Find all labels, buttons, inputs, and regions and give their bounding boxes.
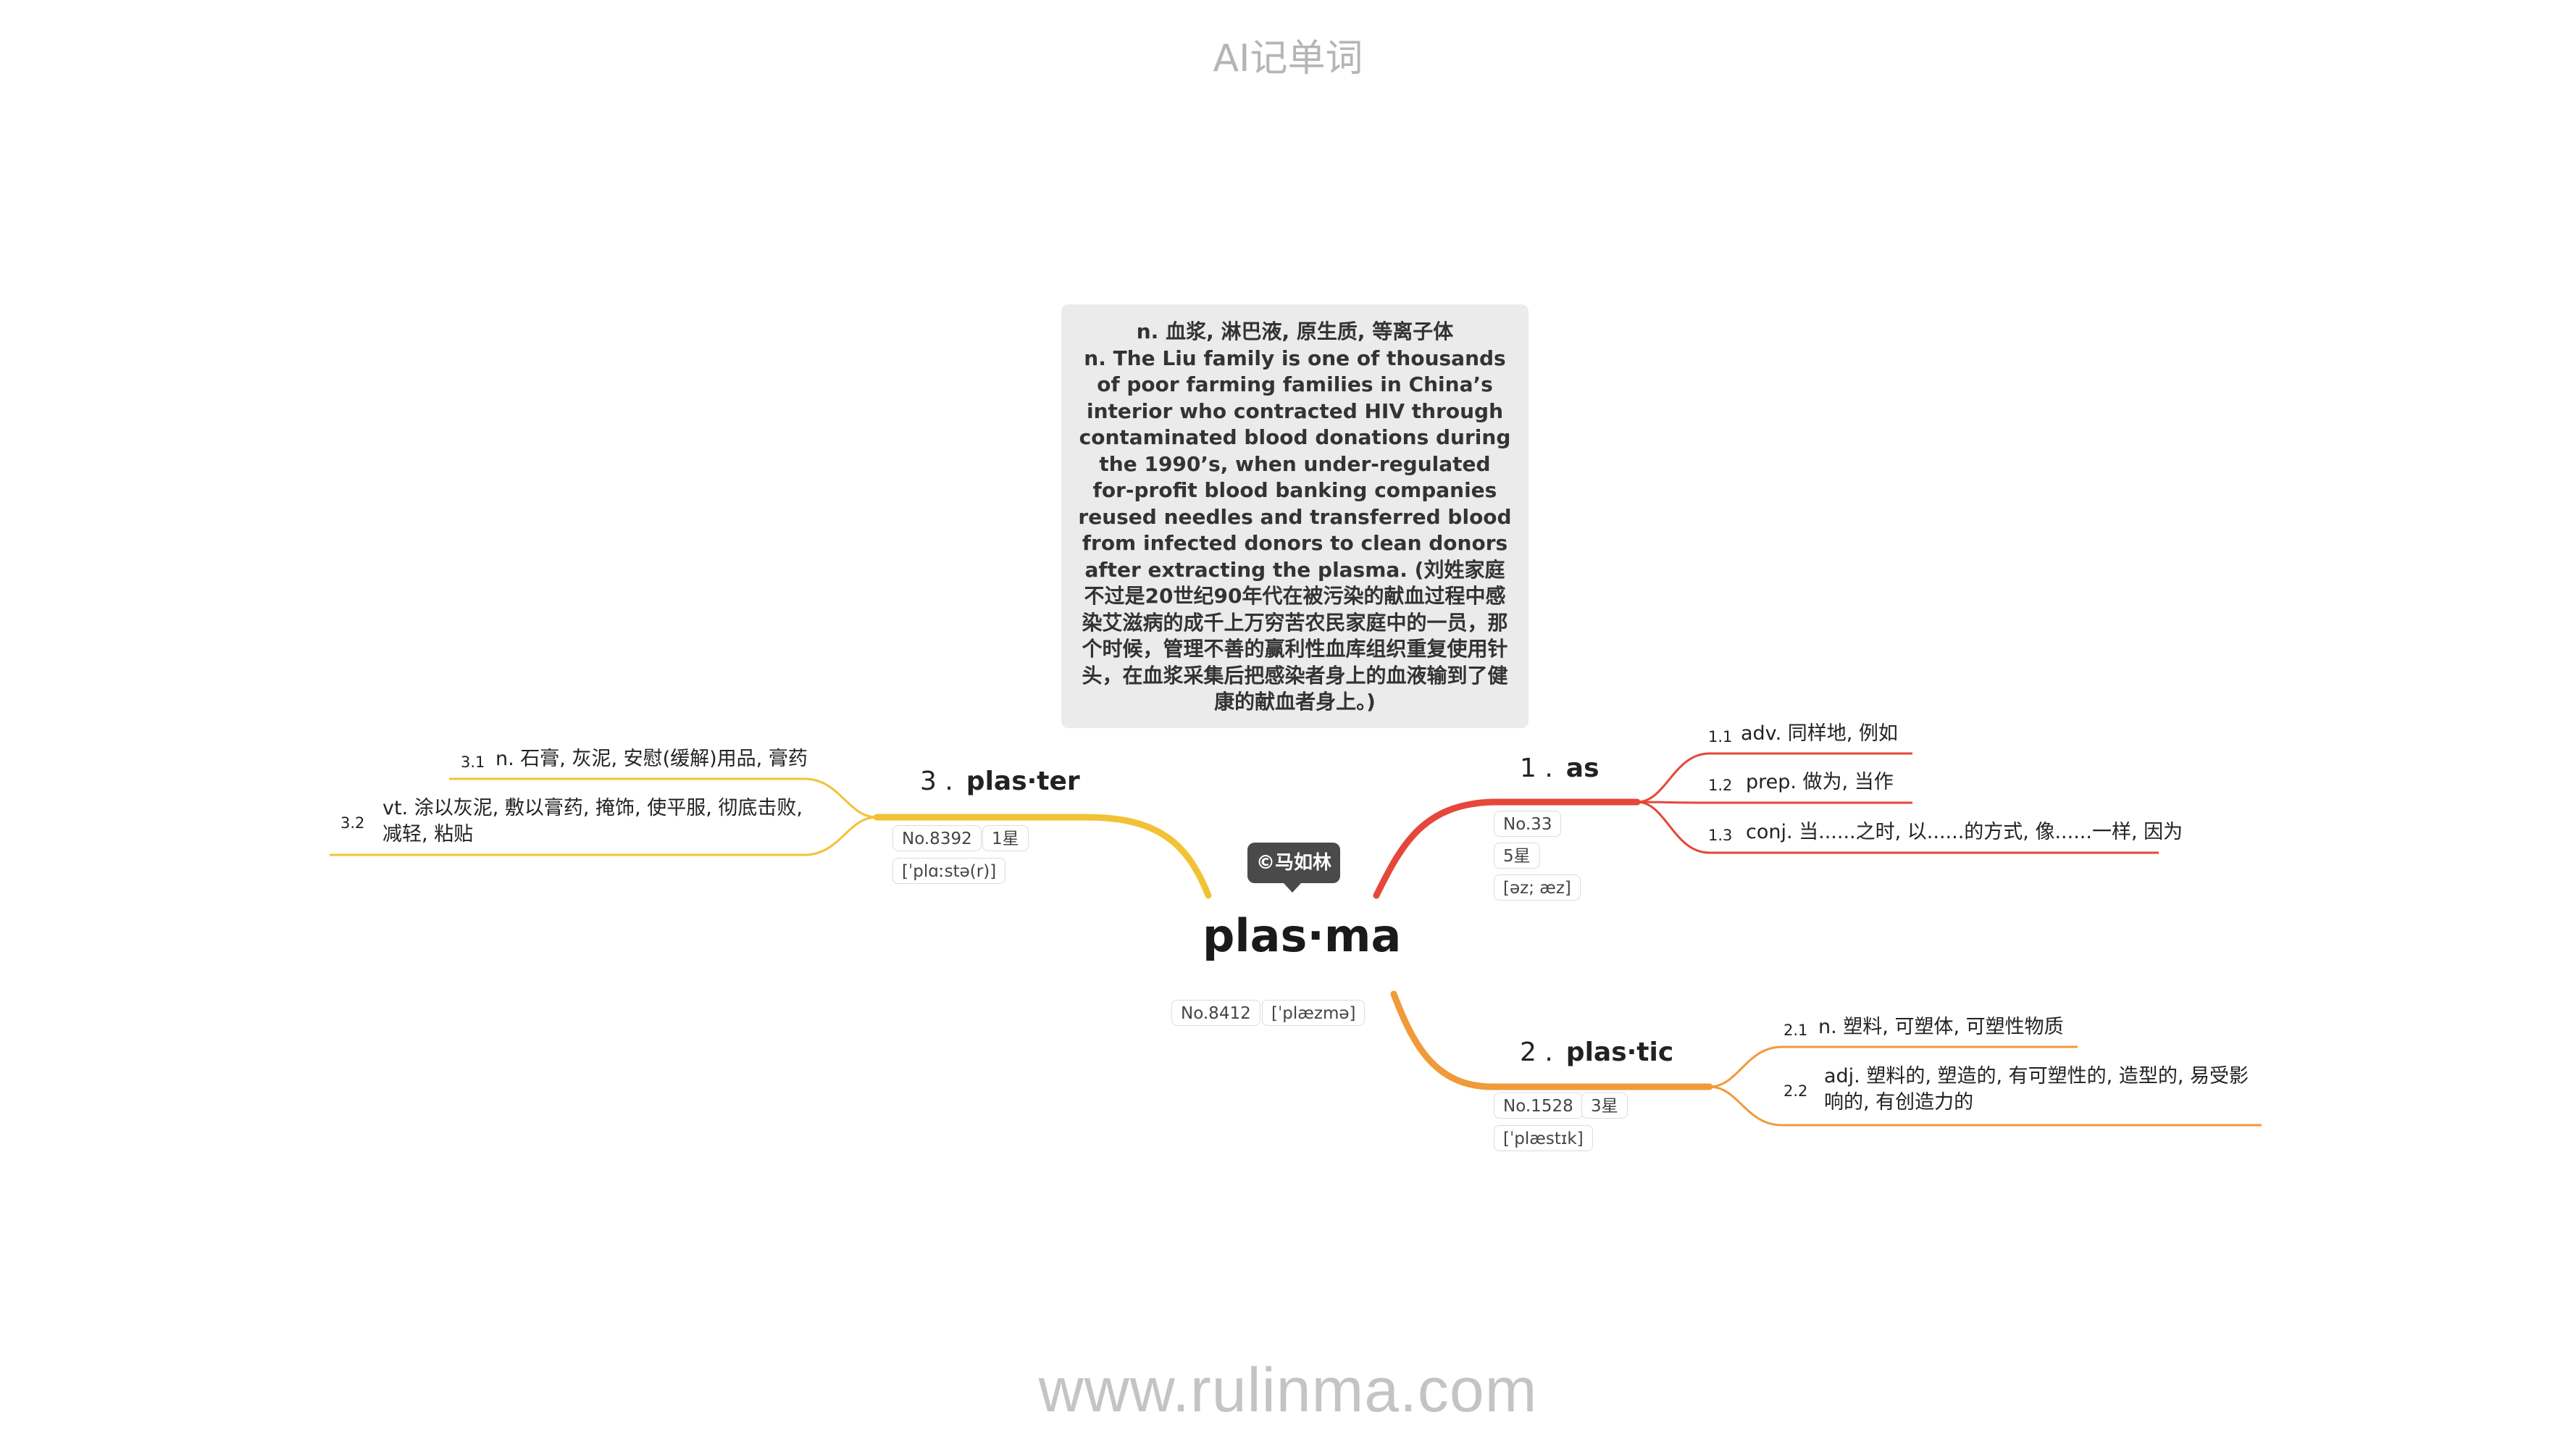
connector-branch-as: [1373, 798, 1641, 899]
leaf-index: 3.1: [461, 753, 485, 771]
connector-leaf-3-2: [330, 816, 877, 856]
branch-plastic-phonetic-chip: [ˈplæstɪk]: [1494, 1125, 1593, 1151]
app-title: AI记单词: [1213, 37, 1363, 80]
branch-plaster-phonetic-chip: [ˈplɑːstə(r)]: [892, 858, 1006, 884]
note-definition: n. 血浆, 淋巴液, 原生质, 等离子体: [1136, 320, 1454, 343]
copyright-badge-tail: [1284, 883, 1301, 893]
leaf-text: conj. 当......之时, 以......的方式, 像......一样, …: [1746, 821, 2183, 843]
connector-leaf-1-3: [1636, 801, 2159, 854]
branch-number: 2 .: [1520, 1037, 1553, 1067]
leaf-text: vt. 涂以灰泥, 敷以膏药, 掩饰, 使平服, 彻底击败, 减轻, 粘贴: [382, 797, 803, 845]
note-example: n. The Liu family is one of thousands of…: [1078, 346, 1512, 714]
connector-leaf-3-1: [449, 777, 877, 819]
leaf-index: 2.2: [1783, 1082, 1808, 1100]
branch-title-plastic: 2 . plas·tic: [1520, 1037, 1673, 1067]
leaf-1-2: 1.2 prep. 做为, 当作: [1708, 769, 1894, 796]
leaf-text: n. 塑料, 可塑体, 可塑性物质: [1818, 1016, 2064, 1038]
branch-as-stars-chip: 5星: [1494, 843, 1540, 869]
branch-title-plaster: 3 . plas·ter: [920, 767, 1080, 796]
leaf-text: adv. 同样地, 例如: [1741, 722, 1898, 745]
branch-plastic-number-chip: No.1528: [1494, 1093, 1583, 1119]
branch-word: plas·ter: [966, 767, 1080, 796]
connector-leaf-1-2: [1636, 801, 1912, 804]
leaf-1-3: 1.3 conj. 当......之时, 以......的方式, 像......…: [1708, 819, 2183, 845]
branch-as-number-chip: No.33: [1494, 811, 1562, 837]
branch-word: as: [1565, 753, 1599, 783]
center-number-chip: No.8412: [1171, 1000, 1260, 1026]
leaf-1-1: 1.1 adv. 同样地, 例如: [1708, 721, 1898, 747]
leaf-2-1: 2.1 n. 塑料, 可塑体, 可塑性物质: [1783, 1014, 2064, 1040]
branch-plaster-number-chip: No.8392: [892, 825, 982, 851]
branch-as-phonetic-chip: [əz; æz]: [1494, 874, 1581, 901]
connector-branch-plastic: [1390, 990, 1713, 1090]
connector-branch-plaster: [873, 814, 1212, 899]
leaf-text: adj. 塑料的, 塑造的, 有可塑性的, 造型的, 易受影响的, 有创造力的: [1824, 1065, 2249, 1114]
center-phonetic-chip: [ˈplæzmə]: [1262, 1000, 1366, 1026]
connector-leaf-2-2: [1709, 1085, 2262, 1127]
connector-leaf-2-1: [1709, 1045, 2078, 1088]
leaf-index: 2.1: [1783, 1022, 1808, 1039]
leaf-index: 1.1: [1708, 728, 1733, 746]
branch-title-as: 1 . as: [1520, 753, 1599, 783]
leaf-index: 1.2: [1708, 777, 1733, 794]
leaf-2-2: 2.2 adj. 塑料的, 塑造的, 有可塑性的, 造型的, 易受影响的, 有创…: [1783, 1064, 2262, 1116]
branch-number: 1 .: [1520, 753, 1553, 783]
center-word: plas·ma: [1203, 909, 1402, 962]
leaf-index: 1.3: [1708, 827, 1733, 844]
leaf-text: n. 石膏, 灰泥, 安慰(缓解)用品, 膏药: [495, 748, 808, 770]
leaf-text: prep. 做为, 当作: [1746, 771, 1894, 793]
branch-plastic-stars-chip: 3星: [1581, 1093, 1628, 1119]
connector-leaf-1-1: [1636, 752, 1912, 803]
leaf-index: 3.2: [340, 814, 365, 832]
leaf-3-2: 3.2 vt. 涂以灰泥, 敷以膏药, 掩饰, 使平服, 彻底击败, 减轻, 粘…: [340, 796, 811, 848]
leaf-3-1: 3.1 n. 石膏, 灰泥, 安慰(缓解)用品, 膏药: [461, 746, 808, 772]
copyright-badge: ©马如林: [1247, 843, 1340, 883]
branch-word: plas·tic: [1565, 1037, 1674, 1067]
definition-note: n. 血浆, 淋巴液, 原生质, 等离子体 n. The Liu family …: [1061, 304, 1529, 728]
branch-plaster-stars-chip: 1星: [982, 825, 1029, 851]
branch-number: 3 .: [920, 767, 953, 796]
footer-url: www.rulinma.com: [1038, 1356, 1538, 1425]
